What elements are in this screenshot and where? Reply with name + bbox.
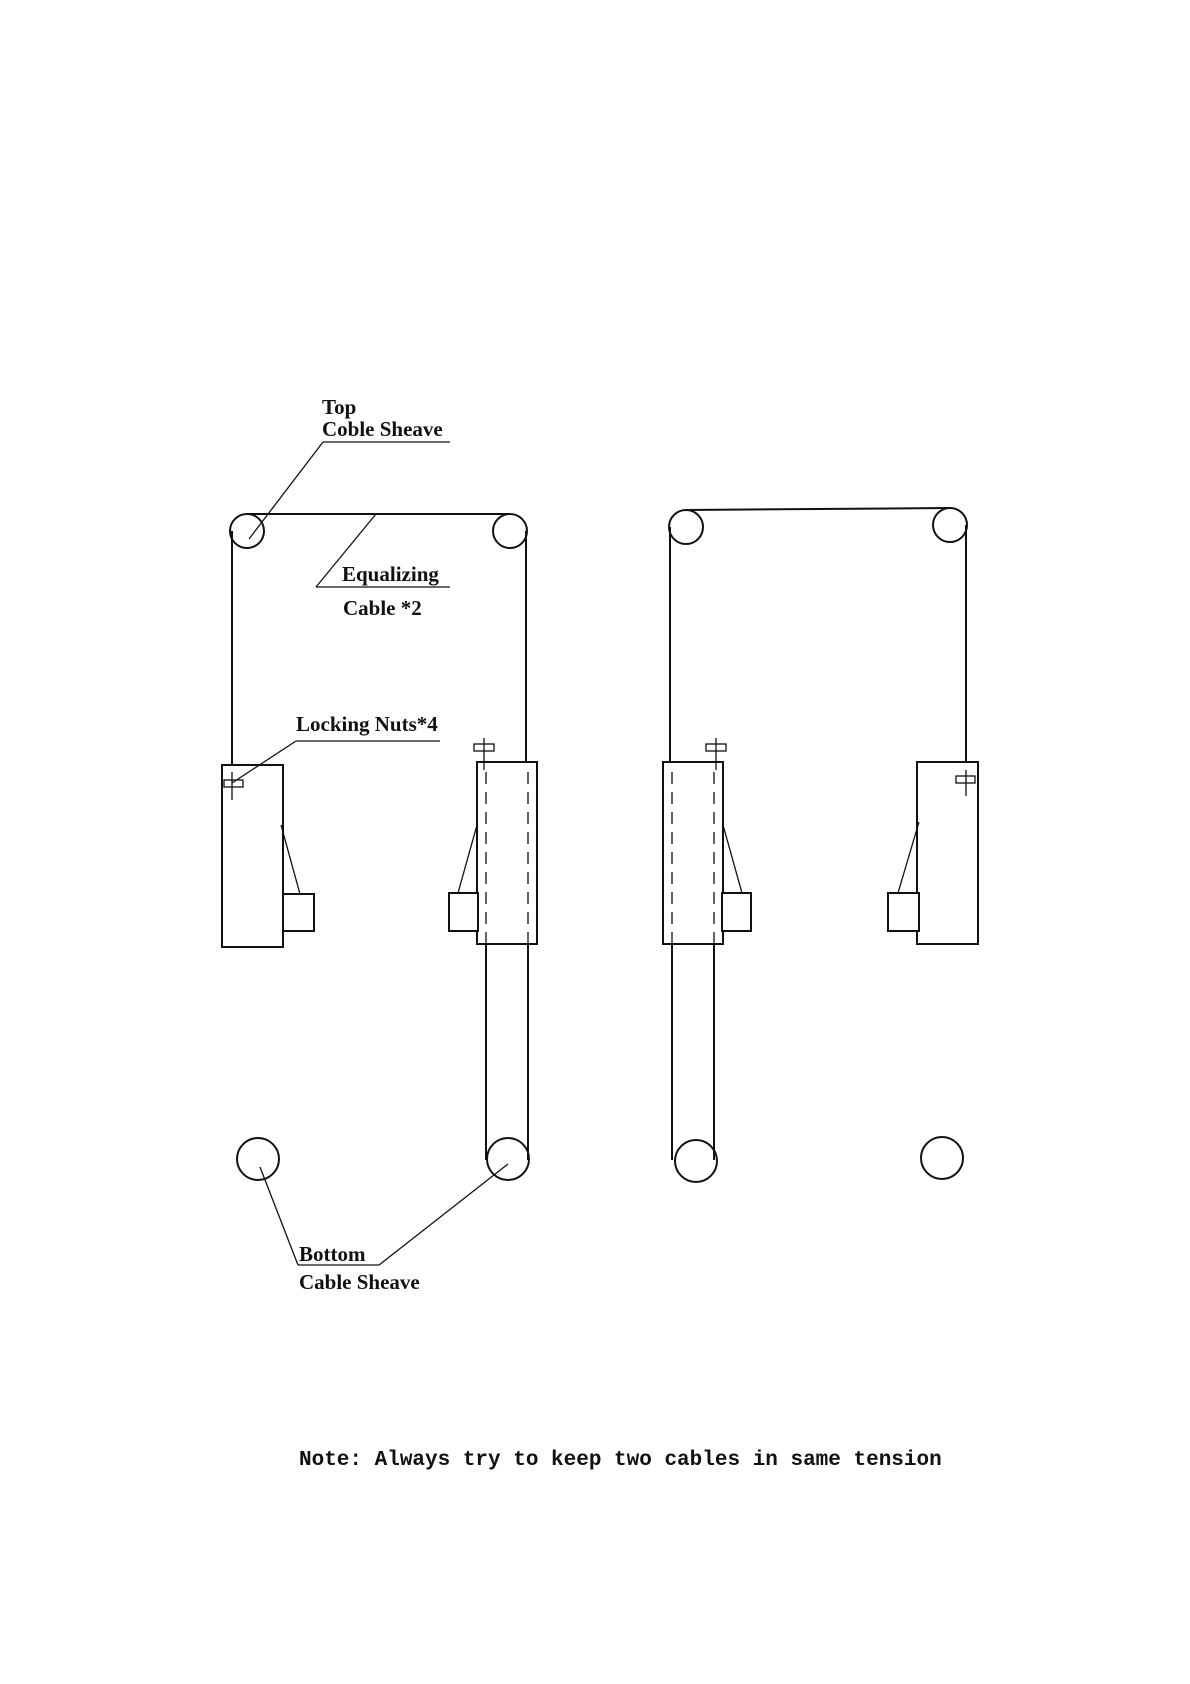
carriage-right-inner-brace — [723, 825, 742, 893]
label-equalizing-line2: Cable *2 — [343, 596, 422, 620]
carriage-right-outer-block — [888, 893, 919, 931]
bottom-sheave-left-b — [487, 1138, 529, 1180]
carriage-right-outer — [917, 762, 978, 944]
leader-bottom-sheave-b — [379, 1164, 508, 1265]
bottom-sheave-right-b — [921, 1137, 963, 1179]
cable-top-span-right — [686, 508, 950, 510]
top-sheave-right-a — [669, 510, 703, 544]
label-bottom-sheave-line2: Cable Sheave — [299, 1270, 420, 1294]
top-sheave-right-b — [933, 508, 967, 542]
label-top-sheave-line2: Coble Sheave — [322, 417, 443, 441]
leader-bottom-sheave-a — [260, 1167, 298, 1265]
carriage-left-outer-block — [283, 894, 314, 931]
top-sheave-left-a — [230, 514, 264, 548]
label-locking-nuts: Locking Nuts*4 — [296, 712, 438, 736]
note-text: Note: Always try to keep two cables in s… — [299, 1449, 942, 1472]
label-top-sheave-line1: Top — [322, 395, 356, 419]
bottom-sheave-right-a — [675, 1140, 717, 1182]
top-sheave-left-b — [493, 514, 527, 548]
right-assembly — [663, 508, 978, 1182]
label-bottom-sheave-line1: Bottom — [299, 1242, 366, 1266]
bottom-sheave-left-a — [237, 1138, 279, 1180]
leader-top-sheave — [249, 442, 323, 539]
carriage-left-outer — [222, 765, 283, 947]
carriage-right-outer-brace — [898, 822, 919, 893]
carriage-left-inner-brace — [458, 825, 477, 893]
carriage-right-inner-block — [722, 893, 751, 931]
carriage-left-inner-block — [449, 893, 478, 931]
label-equalizing-line1: Equalizing — [342, 562, 439, 586]
